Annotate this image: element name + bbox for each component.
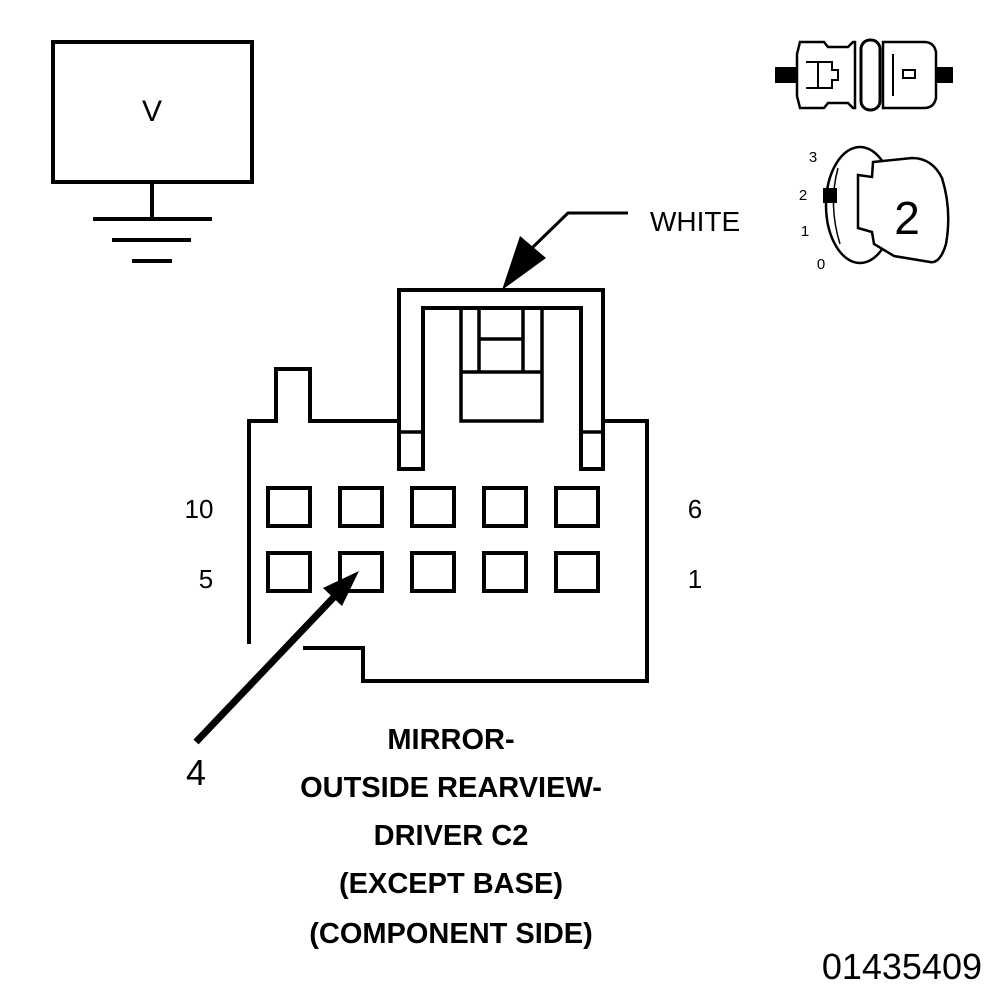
pin-label-bottom-left: 5: [199, 564, 213, 594]
terminal-cavity: [554, 551, 600, 593]
pin-label-top-right: 6: [688, 494, 702, 524]
connector-color-label: WHITE: [650, 206, 740, 237]
switch-selected-position: 2: [894, 192, 920, 244]
terminal-cavity: [266, 551, 312, 593]
connector-title: MIRROR- OUTSIDE REARVIEW- DRIVER C2 (EXC…: [300, 724, 602, 950]
pin-callout-arrow: [193, 571, 359, 745]
terminal-cavity: [482, 486, 528, 528]
color-callout: WHITE: [502, 206, 740, 290]
voltmeter-label: V: [142, 95, 162, 128]
connector-halves-icon: [775, 38, 953, 112]
switch-position-marker: [823, 188, 837, 203]
terminal-cavity: [482, 551, 528, 593]
title-line-2: OUTSIDE REARVIEW-: [300, 772, 602, 804]
terminal-cavity: [338, 551, 384, 593]
title-line-1: MIRROR-: [387, 724, 514, 756]
figure-id: 01435409: [822, 946, 982, 987]
connector-latch: [397, 288, 605, 471]
title-line-4: (EXCEPT BASE): [339, 868, 563, 900]
terminal-row-top: [266, 486, 600, 528]
switch-position-3: 3: [809, 149, 817, 166]
terminal-cavity: [410, 486, 456, 528]
title-line-3: DRIVER C2: [374, 820, 529, 852]
title-line-5: (COMPONENT SIDE): [309, 918, 593, 950]
terminal-row-bottom: [266, 551, 600, 593]
pin-label-bottom-right: 1: [688, 564, 702, 594]
voltmeter-symbol: V: [51, 40, 254, 263]
switch-position-2: 2: [799, 187, 807, 204]
terminal-cavity: [338, 486, 384, 528]
pin-label-top-left: 10: [185, 494, 214, 524]
terminal-cavity: [266, 486, 312, 528]
callout-pin-number: 4: [186, 752, 206, 793]
switch-position-0: 0: [817, 256, 825, 273]
connector-body: [247, 288, 649, 683]
switch-position-1: 1: [801, 223, 809, 240]
terminal-cavity: [554, 486, 600, 528]
ground-icon: [93, 182, 212, 263]
rotary-switch-icon: 3 2 1 0 2: [799, 145, 950, 273]
terminal-cavity: [410, 551, 456, 593]
